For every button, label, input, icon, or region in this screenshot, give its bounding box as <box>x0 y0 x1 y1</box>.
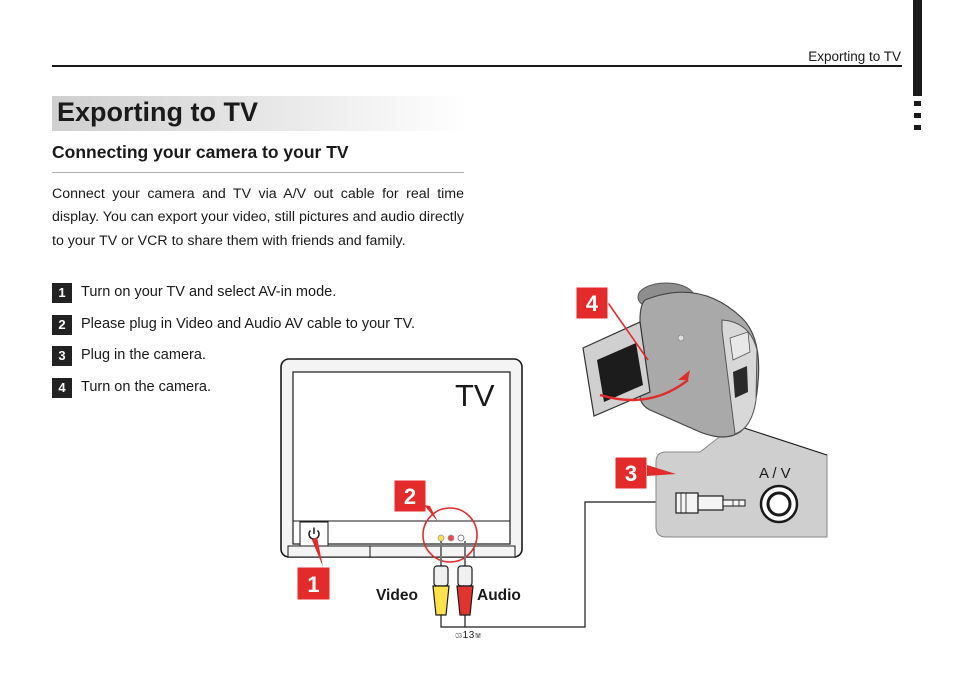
tv-label: TV <box>455 378 495 413</box>
tv-illustration: TV <box>280 358 523 563</box>
header-rule <box>52 65 902 67</box>
side-mark <box>914 125 921 130</box>
callout-1: 1 <box>296 537 331 601</box>
camcorder-illustration <box>582 282 760 438</box>
svg-text:4: 4 <box>586 291 599 316</box>
av-port-label: A / V <box>759 465 791 482</box>
step-number: 2 <box>52 315 72 335</box>
video-plug <box>432 585 450 616</box>
callout-2: 2 <box>393 479 438 522</box>
title-band <box>52 96 468 131</box>
svg-text:3: 3 <box>625 461 637 486</box>
svg-text:1: 1 <box>307 572 319 597</box>
step-number: 3 <box>52 346 72 366</box>
svg-text:2: 2 <box>404 484 416 509</box>
tv-av-jacks <box>437 534 465 542</box>
step-text: Plug in the camera. <box>81 347 206 363</box>
section-rule <box>52 172 464 173</box>
av-cable <box>432 501 676 628</box>
side-mark <box>914 113 921 118</box>
side-mark <box>914 101 921 106</box>
step-text: Please plug in Video and Audio AV cable … <box>81 316 416 332</box>
section-heading: Connecting your camera to your TV <box>52 142 349 162</box>
callout-3: 3 <box>614 456 676 490</box>
page-title: Exporting to TV <box>57 97 258 127</box>
audio-plug <box>456 585 474 616</box>
camera-av-panel: A / V <box>655 424 828 538</box>
step-text: Turn on the camera. <box>81 379 212 395</box>
intro-paragraph: Connect your camera and TV via A/V out c… <box>52 186 464 249</box>
step-text: Turn on your TV and select AV-in mode. <box>81 284 337 300</box>
page-number: ශ13ෂ <box>455 630 483 641</box>
running-header: Exporting to TV <box>808 49 901 64</box>
audio-label: Audio <box>477 587 521 604</box>
av-mini-plug <box>675 492 699 514</box>
side-tab-bar <box>913 0 922 96</box>
step-number: 1 <box>52 283 72 303</box>
callout-4: 4 <box>575 286 609 320</box>
video-label: Video <box>376 587 418 604</box>
step-number: 4 <box>52 378 72 398</box>
